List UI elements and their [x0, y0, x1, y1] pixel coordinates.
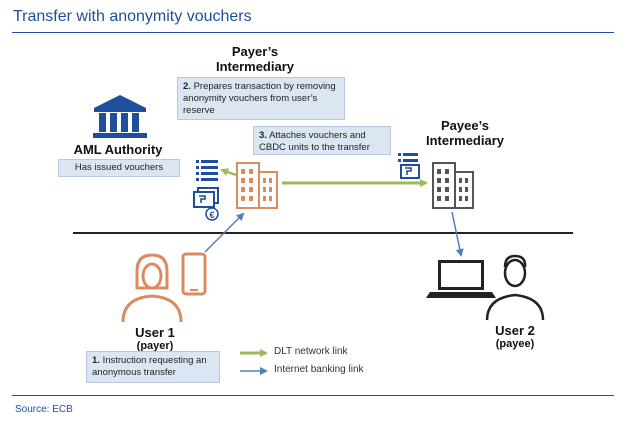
page-title: Transfer with anonymity vouchers — [13, 8, 252, 25]
aml-note: Has issued vouchers — [58, 159, 180, 177]
user1-role-label: (payer) — [136, 340, 174, 352]
aml-note-text: Has issued vouchers — [74, 162, 164, 173]
step1-note: 1. Instruction requesting an anonymous t… — [86, 351, 220, 383]
user1-person-icon — [121, 253, 183, 323]
payee-bank-building-icon — [432, 162, 474, 209]
voucher-list-icon — [196, 160, 218, 181]
user1-label: User 1 — [135, 325, 175, 340]
title-divider — [12, 32, 614, 33]
legend-internet-label: Internet banking link — [274, 364, 364, 375]
legend-dlt-label: DLT network link — [274, 346, 348, 357]
user2-role-label: (payee) — [495, 338, 535, 350]
aml-bank-icon — [93, 95, 147, 138]
euro-symbol: € — [209, 210, 214, 220]
step1-number: 1. — [92, 355, 100, 366]
smartphone-icon — [181, 252, 207, 296]
payee-intermediary-label: Payee’s Intermediary — [410, 118, 520, 148]
source-note: Source: ECB — [15, 404, 73, 415]
step2-text: Prepares transaction by removing anonymi… — [183, 81, 336, 116]
step3-number: 3. — [259, 130, 267, 141]
step3-note: 3. Attaches vouchers and CBDC units to t… — [253, 126, 391, 155]
laptop-icon — [426, 260, 496, 298]
internet-link-payee-to-user2 — [451, 211, 464, 257]
payee-voucher-list-icon — [398, 153, 418, 162]
payer-intermediary-label: Payer’s Intermediary — [200, 44, 310, 74]
step3-text: Attaches vouchers and CBDC units to the … — [259, 130, 370, 153]
payee-intermediary-text: Payee’s Intermediary — [425, 118, 505, 148]
payee-voucher-card-icon — [400, 164, 420, 179]
step1-text: Instruction requesting an anonymous tran… — [92, 355, 207, 378]
voucher-card-icon — [193, 187, 219, 208]
user2-label: User 2 — [495, 323, 535, 338]
payer-bank-building-icon — [236, 162, 278, 209]
payer-intermediary-text: Payer’s Intermediary — [215, 44, 295, 74]
user2-person-icon — [485, 254, 545, 321]
aml-authority-label: AML Authority — [73, 142, 163, 157]
footer-divider — [12, 395, 614, 396]
internet-link-user1-to-payer — [204, 212, 245, 253]
step2-note: 2. Prepares transaction by removing anon… — [177, 77, 345, 120]
euro-coin-icon: € — [205, 207, 219, 221]
dlt-link-payer-to-aml — [220, 168, 237, 177]
step2-number: 2. — [183, 81, 191, 92]
